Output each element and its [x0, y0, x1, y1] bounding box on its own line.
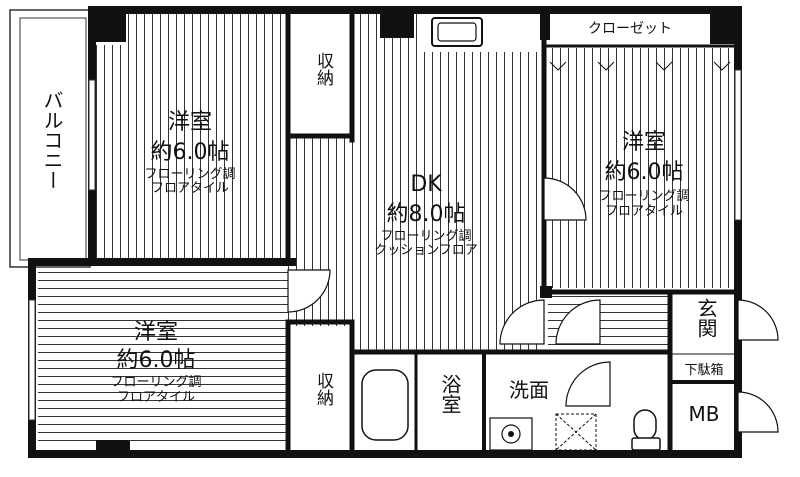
western-room-3-floor	[548, 48, 734, 288]
western-room-3-size: 約6.0帖	[604, 160, 684, 185]
shoe-box-label: 下駄箱	[684, 363, 724, 378]
dk-floor2: クッションフロア	[374, 243, 478, 258]
dk-floor1: フローリング調	[380, 229, 472, 244]
western-room-1-floor	[96, 12, 288, 260]
balcony	[9, 9, 91, 268]
western-room-3-floor2: フロアタイル	[604, 204, 683, 219]
bath-label: 浴室	[438, 374, 462, 414]
western-room-2-floor1: フローリング調	[110, 375, 202, 390]
storage-bottom-label: 収納	[313, 372, 333, 406]
closet-doors	[549, 61, 731, 71]
storage-top-label: 収納	[313, 52, 333, 86]
dk-size: 約8.0帖	[386, 202, 466, 227]
western-room-1-floor2: フロアタイル	[150, 181, 229, 196]
windows	[28, 69, 742, 421]
western-room-2-floor	[38, 268, 288, 448]
washroom-label: 洗面	[509, 378, 549, 402]
western-room-1-floor1: フローリング調	[144, 167, 236, 182]
bathtub	[361, 369, 409, 441]
door-swings	[287, 177, 779, 433]
western-room-2-name: 洋室	[133, 320, 178, 345]
western-room-3-floor1: フローリング調	[598, 189, 690, 204]
western-room-2-size: 約6.0帖	[116, 348, 196, 373]
western-room-1-name: 洋室	[167, 110, 212, 135]
dk-name: DK	[410, 172, 442, 197]
entrance-label: 玄関	[694, 298, 718, 338]
western-room-2-floor2: フロアタイル	[116, 390, 195, 405]
western-room-3-name: 洋室	[621, 130, 666, 155]
closet-label: クローゼット	[588, 21, 672, 37]
balcony-label: バルコニー	[40, 90, 64, 190]
toilet	[631, 409, 661, 451]
mb-label: MB	[688, 402, 720, 426]
western-room-1-size: 約6.0帖	[150, 140, 230, 165]
